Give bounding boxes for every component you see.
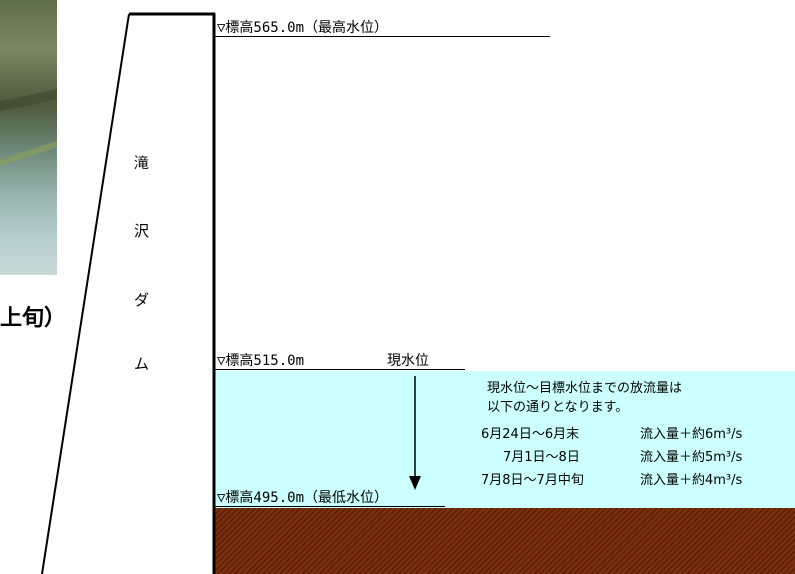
photo-caption: 上旬） [0,306,67,331]
schedule-flow: 流入量＋約4m³/s [640,473,743,488]
reservoir-bed [215,508,795,574]
min-water-level-line [215,506,445,507]
min-water-level-label: ▽標高495.0m（最低水位） [217,490,389,506]
dam-name-char: ダ [134,291,150,309]
schedule-flow: 流入量＋約5m³/s [640,450,743,465]
dam-photo [0,0,57,275]
reservoir-water [215,371,795,508]
drawdown-arrow [409,376,421,490]
current-elevation-label: ▽標高515.0m [217,353,305,369]
discharge-note-line2: 以下の通りとなります。 [487,400,629,415]
schedule-period: 7月1日～8日 [503,450,580,465]
schedule-flow: 流入量＋約6m³/s [640,427,743,442]
max-water-level-line [215,36,550,37]
current-water-level-line [215,369,465,370]
schedule-period: 7月8日～7月中旬 [481,473,584,488]
discharge-note-line1: 現水位～目標水位までの放流量は [487,381,683,396]
dam-name-char: 滝 [134,154,150,172]
dam-name-char: 沢 [134,222,150,240]
dam-name-char: ム [134,355,150,373]
schedule-period: 6月24日～6月末 [481,427,580,442]
current-water-level-label: 現水位 [387,353,429,369]
max-water-level-label: ▽標高565.0m（最高水位） [217,20,389,36]
